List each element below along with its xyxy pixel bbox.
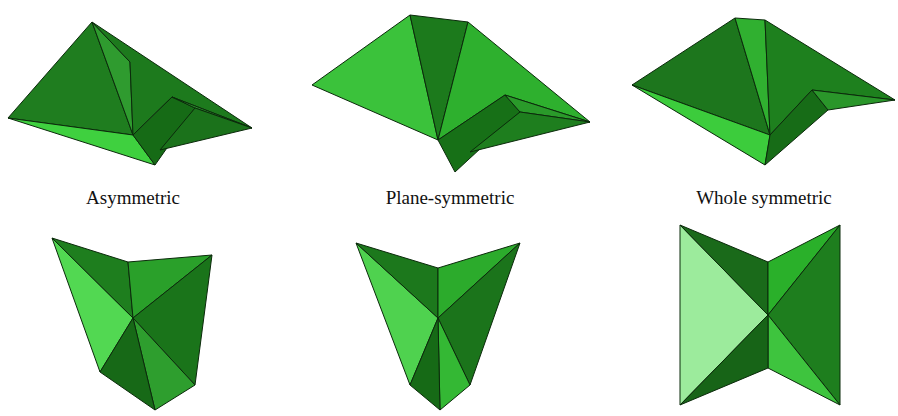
plane-symmetric-top-view [312,15,590,172]
whole-symmetric-top-view [632,18,895,165]
plane-symmetric-side-view [356,243,520,410]
asymmetric-side-view [52,238,212,410]
caption-label: Whole symmetric [696,187,832,210]
whole-symmetric-side-view [680,225,840,405]
asymmetric-top-view [8,22,252,165]
caption-label: Asymmetric [86,187,180,210]
caption-label: Plane-symmetric [386,187,515,210]
